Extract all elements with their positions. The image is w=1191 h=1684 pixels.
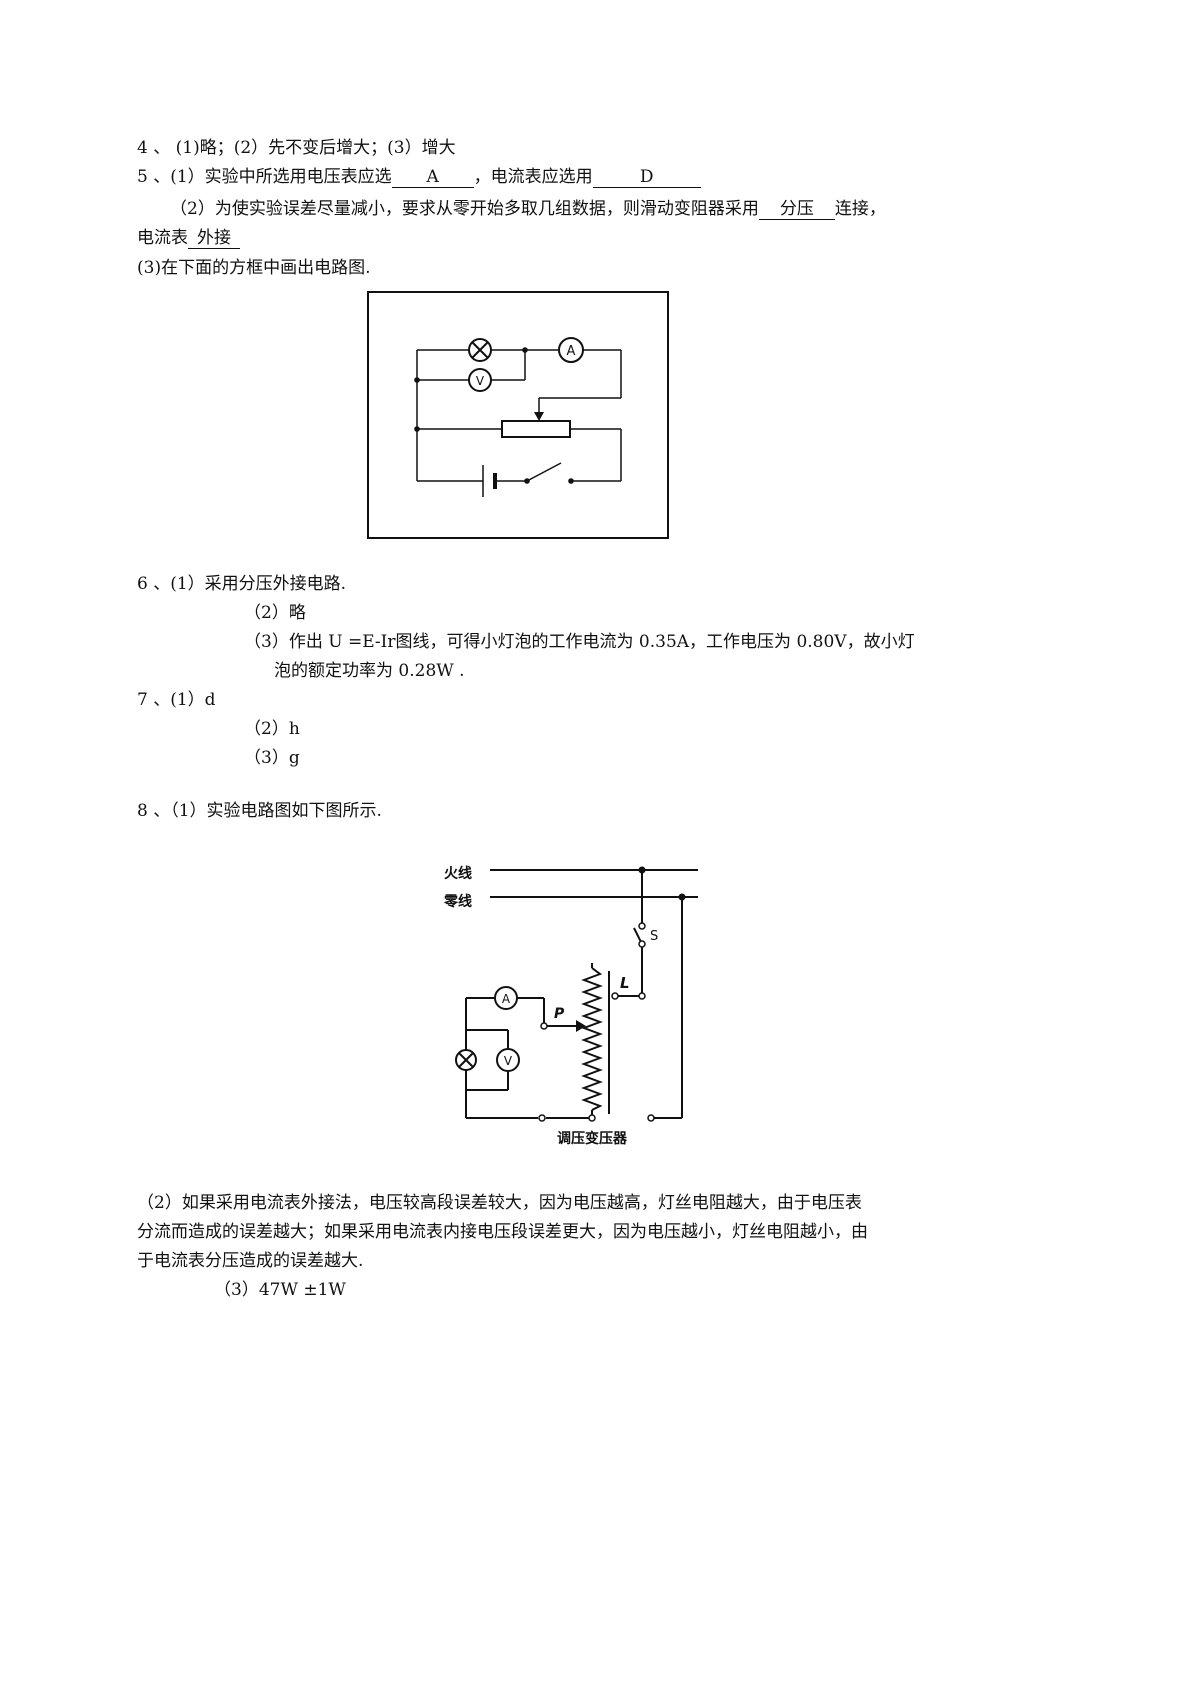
neutral-wire-label: 零线 [443, 893, 472, 910]
q7-part1: 7 、(1）d [137, 690, 216, 710]
q5-part2b: 电流表外接 [137, 227, 240, 249]
q5-connection-answer: 外接 [188, 228, 240, 249]
ammeter-label: A [502, 992, 511, 1006]
ammeter-icon: A [494, 986, 518, 1010]
live-wire-label: 火线 [444, 865, 472, 882]
q8-part3: （3）47W ±1W [214, 1280, 346, 1300]
voltmeter-label: V [504, 1054, 513, 1068]
voltmeter-icon: V [468, 368, 492, 392]
q6-part3-line2: 泡的额定功率为 0.28W . [274, 661, 465, 681]
lamp-icon [455, 1049, 477, 1071]
slider-arrow-icon [576, 1020, 586, 1032]
transformer-output-label: L [620, 974, 630, 992]
rheostat-icon [501, 412, 571, 438]
ammeter-icon: A [558, 337, 584, 363]
q5-part2-suffix: 连接， [834, 199, 886, 219]
q6-part3-line1: （3）作出 U =E-Ir图线，可得小灯泡的工作电流为 0.35A，工作电压为 … [244, 632, 915, 652]
q5-part1-prefix: 5 、(1）实验中所选用电压表应选 [137, 167, 392, 187]
junction-dots [414, 347, 574, 484]
terminals [538, 922, 655, 1122]
junction-dots [638, 866, 686, 901]
circuit-diagram-1: A V [367, 291, 669, 539]
q8-part1: 8 、（1）实验电路图如下图所示. [137, 801, 382, 821]
q5-part2-prefix: （2）为使实验误差尽量减小，要求从零开始多取几组数据，则滑动变阻器采用 [170, 199, 759, 219]
q6-part1: 6 、(1）采用分压外接电路. [137, 574, 347, 594]
q7-part2: （2）h [244, 719, 300, 739]
circuit-diagram-2: 火线 零线 A [443, 865, 698, 1147]
q5-part2b-prefix: 电流表 [137, 228, 188, 248]
voltmeter-icon: V [496, 1048, 520, 1072]
q4-answer: 4 、 (1)略；(2）先不变后增大；(3）增大 [137, 138, 456, 158]
ammeter-label: A [567, 344, 576, 359]
q5-ammeter-answer: D [592, 167, 701, 188]
q5-part2: （2）为使实验误差尽量减小，要求从零开始多取几组数据，则滑动变阻器采用分压连接， [170, 198, 886, 220]
battery-icon [482, 465, 497, 497]
q8-part2-line2: 分流而造成的误差越大；如果采用电流表内接电压段误差更大，因为电压越小，灯丝电阻越… [137, 1222, 868, 1242]
q7-part3: （3）g [244, 748, 300, 768]
slider-label: P [554, 1006, 565, 1022]
q5-part3: (3)在下面的方框中画出电路图. [137, 258, 371, 278]
q5-voltmeter-answer: A [391, 167, 474, 188]
switch-label: S [650, 929, 658, 944]
diagram-frame [367, 291, 669, 539]
lamp-icon [468, 338, 492, 362]
voltmeter-label: V [476, 374, 485, 388]
q8-part2-line3: 于电流表分压造成的误差越大. [137, 1251, 364, 1271]
diagram-caption: 调压变压器 [557, 1130, 628, 1147]
q5-rheostat-answer: 分压 [758, 199, 835, 220]
q5-part1-mid: ，电流表应选用 [473, 167, 593, 187]
q8-part2-line1: （2）如果采用电流表外接法，电压较高段误差较大，因为电压越高，灯丝电阻越大，由于… [137, 1193, 862, 1213]
q6-part2: （2）略 [244, 603, 306, 623]
